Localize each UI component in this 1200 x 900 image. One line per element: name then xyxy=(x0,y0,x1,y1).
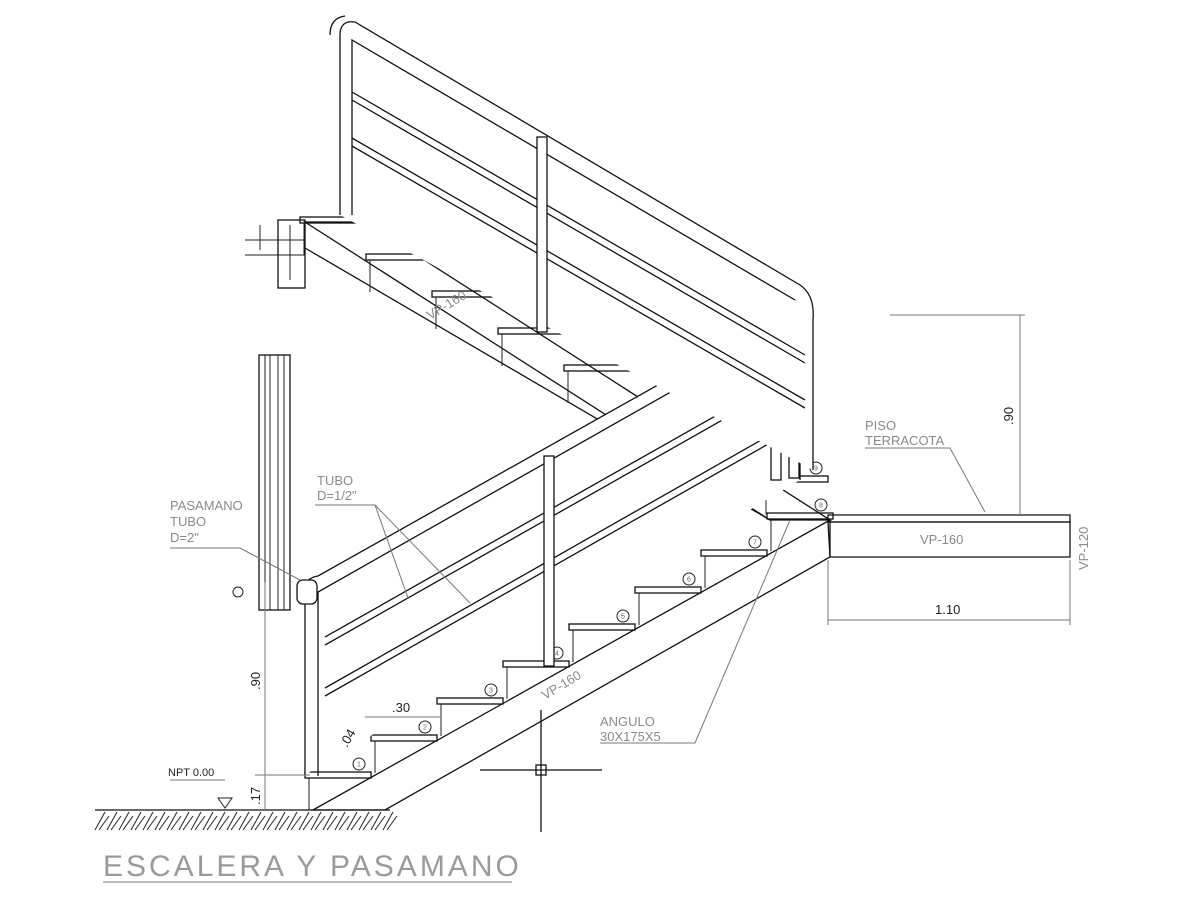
vp-lower-label: VP-160 xyxy=(539,667,584,702)
landing-slab xyxy=(827,514,1071,558)
step-number-marker xyxy=(352,757,366,771)
dim-riser: .17 xyxy=(248,787,263,805)
vp-120-label: VP-120 xyxy=(1076,527,1091,570)
npt-label: NPT 0.00 xyxy=(168,767,214,779)
step-number: 2 xyxy=(423,725,427,732)
left-column xyxy=(232,354,291,611)
pasamano-label-2: TUBO xyxy=(170,514,206,529)
dim-rail-height-right: .90 xyxy=(1001,407,1016,425)
stair-step: 8 xyxy=(766,498,834,551)
angulo-label-2: 30X175X5 xyxy=(600,729,661,744)
upper-handrail xyxy=(329,15,814,470)
vp-landing-label: VP-160 xyxy=(920,532,963,547)
upper-beam-section xyxy=(245,219,306,289)
stair-step: 2 xyxy=(370,720,438,773)
piso-label-1: PISO xyxy=(865,418,896,433)
dim-landing-width: 1.10 xyxy=(935,602,960,617)
piso-label-2: TERRACOTA xyxy=(865,433,945,448)
step-number-marker xyxy=(616,609,630,623)
step-number-marker xyxy=(814,498,828,512)
handrail-end xyxy=(296,579,318,605)
step-number-marker xyxy=(748,535,762,549)
stair-step: 7 xyxy=(700,535,768,588)
dimension-lines xyxy=(170,314,1071,810)
ground-hatch xyxy=(94,809,398,831)
dim-tread: .30 xyxy=(392,700,410,715)
step-number: 7 xyxy=(753,540,757,547)
crosshair-cursor-icon xyxy=(480,710,602,832)
drawing-title: ESCALERA Y PASAMANO xyxy=(103,850,522,883)
pasamano-label-1: PASAMANO xyxy=(170,498,243,513)
vp-upper-label: VP-160 xyxy=(424,287,469,322)
tubo-label-1: TUBO xyxy=(317,473,353,488)
step-number-marker xyxy=(682,572,696,586)
step-number: 1 xyxy=(357,762,361,769)
stair-step: 3 xyxy=(436,683,504,736)
step-number-marker xyxy=(418,720,432,734)
tubo-label-2: D=1/2" xyxy=(317,488,357,503)
pasamano-label-3: D=2" xyxy=(170,530,199,545)
step-number: 8 xyxy=(819,503,823,510)
step-number: 5 xyxy=(621,614,625,621)
stair-step: 6 xyxy=(634,572,702,625)
angulo-label-1: ANGULO xyxy=(600,714,655,729)
lower-treads: 1 2 3 4 5 6 7 8 xyxy=(304,498,834,810)
step-number-marker xyxy=(484,683,498,697)
step-number: 6 xyxy=(687,577,691,584)
step-number: 9 xyxy=(814,466,818,473)
step-number: 4 xyxy=(555,651,559,658)
step-number: 3 xyxy=(489,688,493,695)
dim-rail-height-left: .90 xyxy=(248,672,263,690)
stair-step: 5 xyxy=(568,609,636,662)
